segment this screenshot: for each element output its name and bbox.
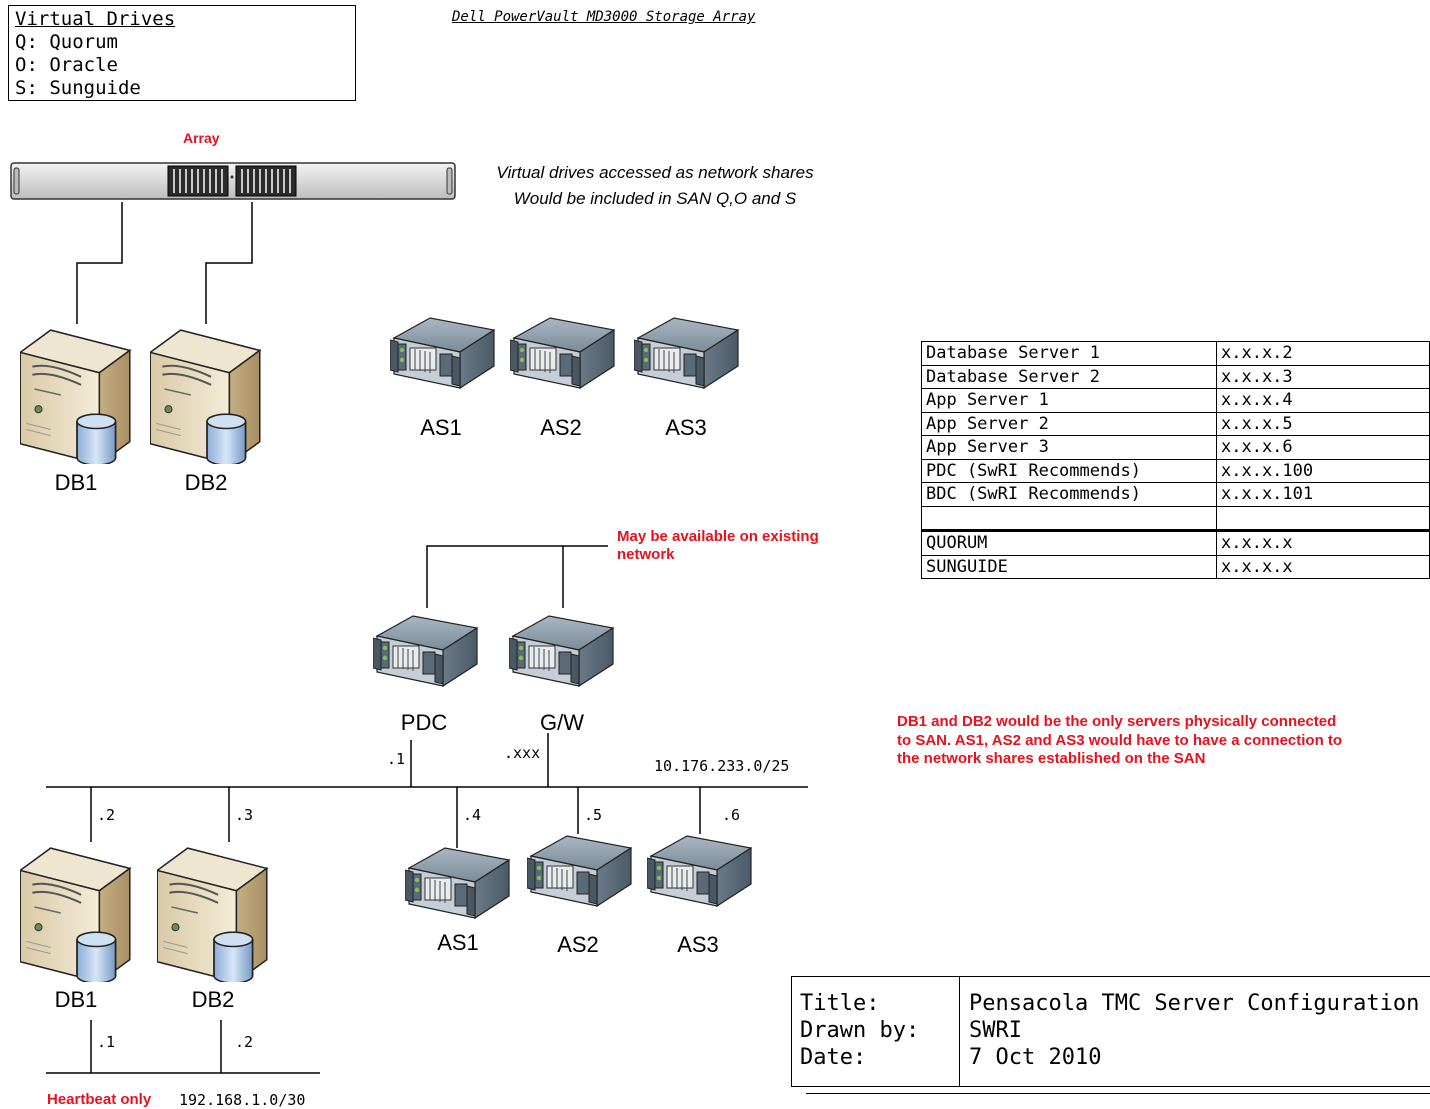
heartbeat-label: Heartbeat only	[47, 1091, 151, 1108]
ip-table-address-cell: x.x.x.3	[1217, 365, 1430, 389]
ip-table-host-cell: Database Server 2	[922, 365, 1217, 389]
existing-network-note-line1: May be available on existing	[617, 528, 819, 546]
db2-heartbeat-ip: .2	[235, 1033, 253, 1051]
as1-top-server-icon	[390, 310, 495, 390]
ip-table-address-cell: x.x.x.4	[1217, 389, 1430, 413]
ip-table-address-cell	[1217, 506, 1430, 531]
existing-network-note: May be available on existing network	[617, 528, 819, 564]
ip-table-host-cell: Database Server 1	[922, 342, 1217, 366]
pdc-existing-link	[427, 546, 608, 608]
gw-server-icon	[509, 608, 614, 688]
network-subnet-label: 10.176.233.0/25	[654, 757, 789, 775]
ip-table-address-cell: x.x.x.100	[1217, 459, 1430, 483]
title-block-underline	[806, 1093, 1430, 1094]
gw-ip-label: .xxx	[504, 744, 540, 762]
db1-top-server-icon	[20, 322, 132, 464]
db2-ip-label: .3	[235, 806, 253, 824]
as1-bottom-label: AS1	[418, 930, 498, 956]
pdc-ip-label: .1	[387, 750, 405, 768]
title-value: Pensacola TMC Server Configuration	[969, 990, 1419, 1017]
db2-top-label: DB2	[166, 470, 246, 496]
date-value: 7 Oct 2010	[969, 1044, 1101, 1071]
ip-table-host-cell: QUORUM	[922, 531, 1217, 556]
pdc-server-icon	[373, 608, 478, 688]
san-note-line2: to SAN. AS1, AS2 and AS3 would have to h…	[897, 732, 1342, 751]
date-label: Date:	[800, 1044, 866, 1071]
ip-table-host-cell: App Server 1	[922, 389, 1217, 413]
as2-top-server-icon	[510, 310, 615, 390]
ip-table-address-cell: x.x.x.2	[1217, 342, 1430, 366]
db1-top-label: DB1	[36, 470, 116, 496]
ip-table-row	[922, 506, 1430, 531]
heartbeat-subnet-label: 192.168.1.0/30	[179, 1091, 305, 1109]
ip-table-host-cell: App Server 3	[922, 436, 1217, 460]
ip-table-address-cell: x.x.x.5	[1217, 412, 1430, 436]
db1-bottom-server-icon	[20, 840, 132, 982]
as1-bottom-server-icon	[405, 840, 510, 920]
db2-bottom-label: DB2	[173, 987, 253, 1013]
as3-ip-label: .6	[722, 806, 740, 824]
san-note: DB1 and DB2 would be the only servers ph…	[897, 713, 1342, 769]
array-db2-link	[206, 202, 252, 324]
gw-label: G/W	[522, 710, 602, 736]
ip-table-row: PDC (SwRI Recommends)x.x.x.100	[922, 459, 1430, 483]
title-block-values: Pensacola TMC Server Configuration SWRI …	[961, 977, 1430, 1086]
ip-table-address-cell: x.x.x.x	[1217, 555, 1430, 579]
as2-top-label: AS2	[521, 415, 601, 441]
title-label: Title:	[800, 990, 879, 1017]
array-db1-link	[77, 202, 122, 324]
ip-table-host-cell: BDC (SwRI Recommends)	[922, 483, 1217, 507]
drawn-by-label: Drawn by:	[800, 1017, 919, 1044]
db2-top-server-icon	[150, 322, 262, 464]
ip-table-address-cell: x.x.x.x	[1217, 531, 1430, 556]
db1-ip-label: .2	[97, 806, 115, 824]
as3-top-label: AS3	[646, 415, 726, 441]
pdc-label: PDC	[384, 710, 464, 736]
as2-bottom-label: AS2	[538, 932, 618, 958]
ip-table-host-cell: PDC (SwRI Recommends)	[922, 459, 1217, 483]
as3-bottom-server-icon	[647, 828, 752, 908]
existing-network-note-line2: network	[617, 546, 819, 564]
san-note-line3: the network shares established on the SA…	[897, 750, 1342, 769]
drawn-by-value: SWRI	[969, 1017, 1022, 1044]
as2-bottom-server-icon	[527, 828, 632, 908]
ip-table-host-cell: SUNGUIDE	[922, 555, 1217, 579]
as3-top-server-icon	[634, 310, 739, 390]
title-block-labels: Title: Drawn by: Date:	[792, 977, 960, 1086]
ip-table-host-cell: App Server 2	[922, 412, 1217, 436]
ip-table-address-cell: x.x.x.101	[1217, 483, 1430, 507]
san-note-line1: DB1 and DB2 would be the only servers ph…	[897, 713, 1342, 732]
db1-heartbeat-ip: .1	[97, 1033, 115, 1051]
as1-top-label: AS1	[401, 415, 481, 441]
ip-table-row: BDC (SwRI Recommends)x.x.x.101	[922, 483, 1430, 507]
title-block: Title: Drawn by: Date: Pensacola TMC Ser…	[791, 976, 1430, 1087]
db2-bottom-server-icon	[157, 840, 269, 982]
ip-table-address-cell: x.x.x.6	[1217, 436, 1430, 460]
db1-bottom-label: DB1	[36, 987, 116, 1013]
as2-ip-label: .5	[584, 806, 602, 824]
as1-ip-label: .4	[463, 806, 481, 824]
as3-bottom-label: AS3	[658, 932, 738, 958]
ip-table-host-cell	[922, 506, 1217, 531]
